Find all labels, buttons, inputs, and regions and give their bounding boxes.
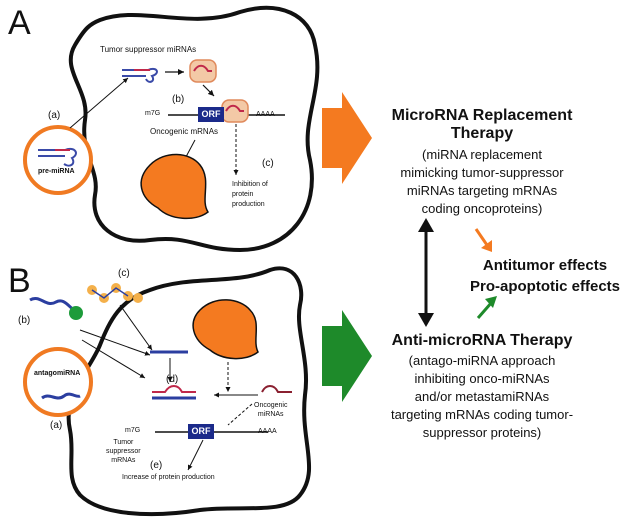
antitumor-effects-label: Antitumor effects bbox=[482, 257, 608, 274]
replacement-therapy-title-2: Therapy bbox=[450, 125, 514, 142]
polya-label-b: AAAA bbox=[258, 428, 277, 435]
anti-mirna-therapy-description: (antago-miRNA approach inhibiting onco-m… bbox=[390, 353, 574, 440]
cell-a-membrane bbox=[68, 5, 320, 253]
pre-mirna-label: pre-miRNA bbox=[38, 168, 75, 175]
cap-label-a: m7G bbox=[145, 110, 161, 117]
duplex-icon bbox=[152, 385, 196, 393]
nanoparticle-chain-icon bbox=[91, 287, 129, 299]
oncoprotein-blob-b bbox=[192, 299, 259, 360]
replacement-therapy-arrow bbox=[322, 92, 372, 184]
panel-label-b: B bbox=[8, 262, 31, 300]
step-b-label: (b) bbox=[172, 94, 185, 105]
replacement-therapy-title-1: MicroRNA Replacement bbox=[391, 107, 573, 124]
orf-box-a: ORF bbox=[198, 107, 224, 122]
antagomirna-label: antagomiRNA bbox=[34, 370, 81, 377]
pro-apoptotic-effects-label: Pro-apoptotic effects bbox=[470, 278, 620, 295]
delivery-arrow-a bbox=[69, 77, 129, 129]
pre-mirna-vesicle bbox=[23, 125, 93, 195]
oncogenic-mirna-icon bbox=[261, 385, 292, 393]
step-b-label-b: (b) bbox=[18, 315, 31, 326]
oncogenic-mirnas-label: Oncogenic miRNAs bbox=[254, 402, 288, 418]
cap-label-b: m7G bbox=[125, 427, 141, 434]
step-c-label: (c) bbox=[262, 158, 274, 169]
risc-bound-mrna-icon bbox=[221, 99, 249, 123]
polya-label-a: AAAA bbox=[256, 111, 275, 118]
tumor-suppressor-hairpin-icon bbox=[122, 67, 158, 83]
risc-complex-icon bbox=[189, 59, 217, 83]
tumor-suppressor-mirnas-label: Tumor suppressor miRNAs bbox=[100, 45, 197, 54]
antagomir-strand-outside bbox=[29, 297, 75, 312]
step-a-label-b: (a) bbox=[50, 420, 63, 431]
green-small-arrow bbox=[476, 301, 494, 319]
oncoprotein-blob-a bbox=[140, 153, 210, 220]
step-d-label: (d) bbox=[166, 374, 179, 385]
oncogenic-mrnas-label: Oncogenic mRNAs bbox=[150, 127, 219, 136]
tumor-suppressor-mrnas-label: Tumor suppressor mRNAs bbox=[106, 439, 141, 464]
replacement-therapy-description: (miRNA replacement mimicking tumor-suppr… bbox=[400, 147, 564, 216]
panel-label-a: A bbox=[8, 4, 31, 42]
effects-block: Antitumor effects Pro-apoptotic effects bbox=[470, 255, 620, 297]
step-e-label: (e) bbox=[150, 460, 163, 471]
anti-mirna-therapy-block: Anti-microRNA Therapy (antago-miRNA appr… bbox=[362, 332, 602, 442]
step-c-label-b: (c) bbox=[118, 268, 130, 279]
green-cap-icon bbox=[69, 306, 83, 320]
inhibition-label: Inhibition of protein production bbox=[232, 181, 268, 208]
anti-mirna-therapy-title: Anti-microRNA Therapy bbox=[391, 332, 573, 349]
replacement-therapy-block: MicroRNA Replacement Therapy (miRNA repl… bbox=[372, 107, 592, 218]
increase-protein-label: Increase of protein production bbox=[122, 474, 215, 481]
step-a-label: (a) bbox=[48, 110, 61, 121]
antagomirna-strand-icon bbox=[41, 392, 81, 400]
anti-mirna-therapy-arrow bbox=[322, 310, 372, 402]
orf-box-b: ORF bbox=[188, 424, 214, 439]
antagomirna-vesicle bbox=[23, 347, 93, 417]
